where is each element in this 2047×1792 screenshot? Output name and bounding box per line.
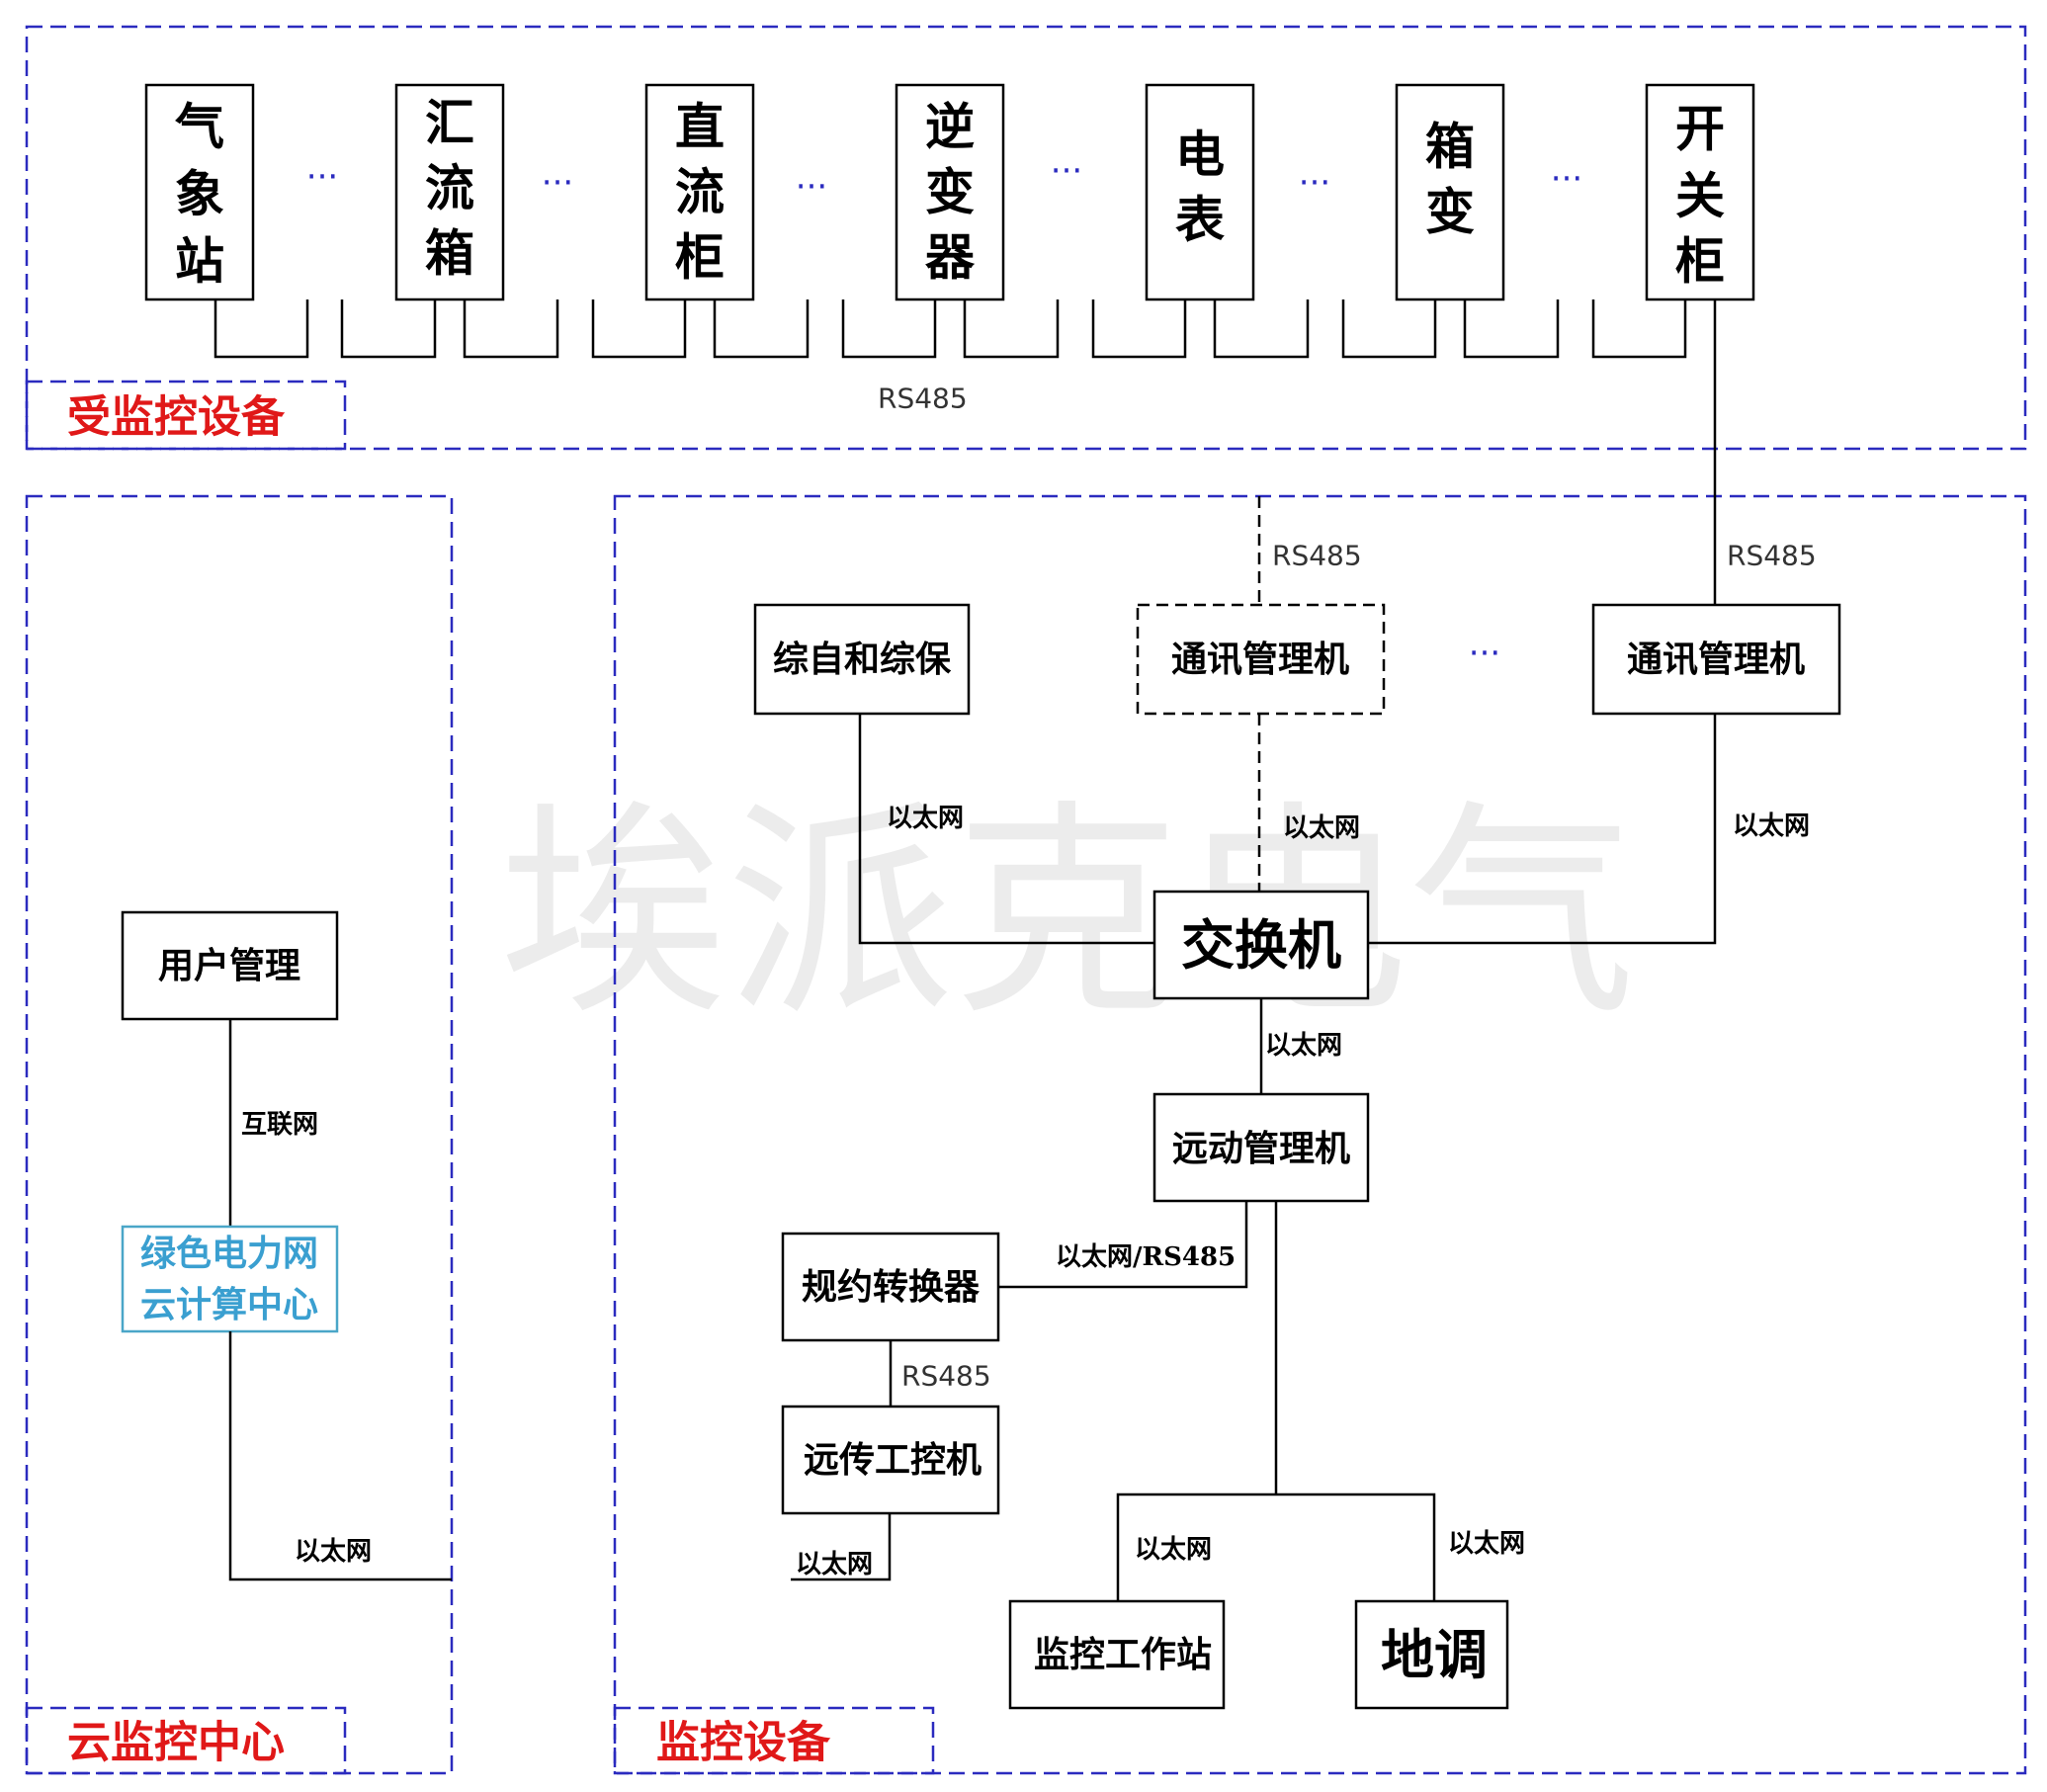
- svg-text:云计算中心: 云计算中心: [140, 1284, 318, 1325]
- ethernet-link-remote-out: [791, 1513, 892, 1581]
- device-char: 变: [1425, 183, 1475, 241]
- device-char: 流: [425, 159, 474, 217]
- ellipsis: ···: [1469, 634, 1500, 673]
- ethernet-label: 以太网: [887, 804, 964, 833]
- internet-label: 互联网: [241, 1110, 318, 1140]
- svg-text:规约转换器: 规约转换器: [802, 1266, 981, 1308]
- device-char: 关: [1675, 167, 1725, 225]
- ellipsis: ···: [1551, 159, 1582, 199]
- svg-text:用户管理: 用户管理: [158, 945, 300, 986]
- device-char: 站: [175, 232, 224, 291]
- node-zonghe-zongbao: 综自和综保: [753, 603, 971, 716]
- device-dc-cabinet: 直 流 柜: [644, 83, 755, 301]
- ethernet-link-zonghe: [858, 714, 1154, 945]
- device-weather-station: 气 象 站: [144, 83, 255, 301]
- watermark: 埃派克电气: [499, 783, 1636, 1047]
- node-cloud-computing-center: 绿色电力网 云计算中心: [121, 1225, 339, 1333]
- ellipsis: ···: [1299, 163, 1330, 203]
- svg-text:综自和综保: 综自和综保: [773, 639, 952, 680]
- ethernet-label: 以太网: [295, 1537, 372, 1567]
- ethernet-label: 以太网: [1135, 1535, 1212, 1565]
- ellipsis: ···: [306, 157, 338, 197]
- ellipsis: ···: [796, 167, 827, 207]
- rs485-bus-wiring: [213, 299, 1717, 605]
- ethernet-link-branches: [1116, 1493, 1436, 1601]
- svg-text:绿色电力网: 绿色电力网: [140, 1233, 318, 1274]
- ethernet-rs485-link: [998, 1201, 1248, 1289]
- device-char: 汇: [425, 94, 474, 152]
- ethernet-link-cloud: [228, 1331, 452, 1581]
- node-comm-manager-1: 通讯管理机: [1136, 603, 1386, 716]
- device-inverter: 逆 变 器: [895, 83, 1005, 301]
- cloud-region-label: 云监控中心: [67, 1718, 285, 1768]
- monitored-region-label-tab: [25, 380, 347, 451]
- node-user-management: 用户管理: [121, 910, 339, 1021]
- node-monitoring-workstation: 监控工作站: [1008, 1599, 1226, 1710]
- svg-text:远传工控机: 远传工控机: [804, 1439, 981, 1481]
- device-char: 直: [675, 98, 725, 156]
- svg-text:地调: 地调: [1381, 1623, 1488, 1686]
- svg-text:通讯管理机: 通讯管理机: [1627, 639, 1805, 680]
- rs485-label-comm1: RS485: [1272, 540, 1362, 572]
- device-char: 电: [1175, 126, 1225, 184]
- ethernet-label: 以太网: [1733, 811, 1810, 841]
- node-comm-manager-2: 通讯管理机: [1591, 603, 1841, 716]
- ethernet-label: 以太网: [1448, 1529, 1525, 1559]
- rs485-label-comm2: RS485: [1727, 540, 1817, 572]
- device-char: 象: [175, 165, 224, 223]
- node-telecontrol-manager: 远动管理机: [1152, 1092, 1370, 1203]
- monitoring-equipment-region: [613, 494, 2027, 1775]
- device-char: 柜: [1675, 232, 1725, 291]
- ellipsis: ···: [542, 163, 573, 203]
- device-char: 箱: [425, 224, 474, 283]
- ethernet-rs485-label: 以太网/RS485: [1056, 1242, 1236, 1272]
- device-char: 箱: [1425, 118, 1475, 176]
- node-protocol-converter: 规约转换器: [781, 1232, 1000, 1342]
- device-char: 流: [675, 163, 725, 221]
- svg-text:通讯管理机: 通讯管理机: [1171, 639, 1349, 680]
- ethernet-link-comm2: [1368, 714, 1717, 945]
- svg-text:监控工作站: 监控工作站: [1034, 1634, 1212, 1675]
- device-meter: 电 表: [1145, 83, 1255, 301]
- monitoring-region-label: 监控设备: [656, 1718, 831, 1768]
- ethernet-label: 以太网: [796, 1550, 873, 1579]
- device-box-transformer: 箱 变: [1395, 83, 1505, 301]
- device-char: 气: [175, 98, 224, 156]
- device-char: 变: [925, 163, 975, 221]
- device-switchgear: 开 关 柜: [1645, 83, 1755, 301]
- rs485-bus-label: RS485: [878, 383, 968, 415]
- svg-text:交换机: 交换机: [1181, 913, 1341, 977]
- rs485-label-remote: RS485: [901, 1360, 991, 1393]
- monitored-devices-region: [25, 25, 2027, 451]
- cloud-monitoring-region: [25, 494, 454, 1775]
- device-combiner-box: 汇 流 箱: [394, 83, 505, 301]
- node-network-switch: 交换机: [1152, 890, 1370, 1000]
- node-regional-dispatch: 地调: [1354, 1599, 1509, 1710]
- device-char: 柜: [675, 228, 725, 287]
- device-char: 开: [1675, 100, 1725, 158]
- monitored-region-label: 受监控设备: [67, 392, 286, 443]
- ellipsis: ···: [1051, 151, 1082, 191]
- ethernet-label: 以太网: [1265, 1031, 1342, 1061]
- device-char: 器: [925, 228, 976, 287]
- node-remote-ipc: 远传工控机: [781, 1405, 1000, 1515]
- device-char: 表: [1175, 191, 1225, 249]
- device-char: 逆: [925, 98, 975, 156]
- svg-text:远动管理机: 远动管理机: [1172, 1128, 1350, 1169]
- ethernet-label: 以太网: [1283, 813, 1360, 843]
